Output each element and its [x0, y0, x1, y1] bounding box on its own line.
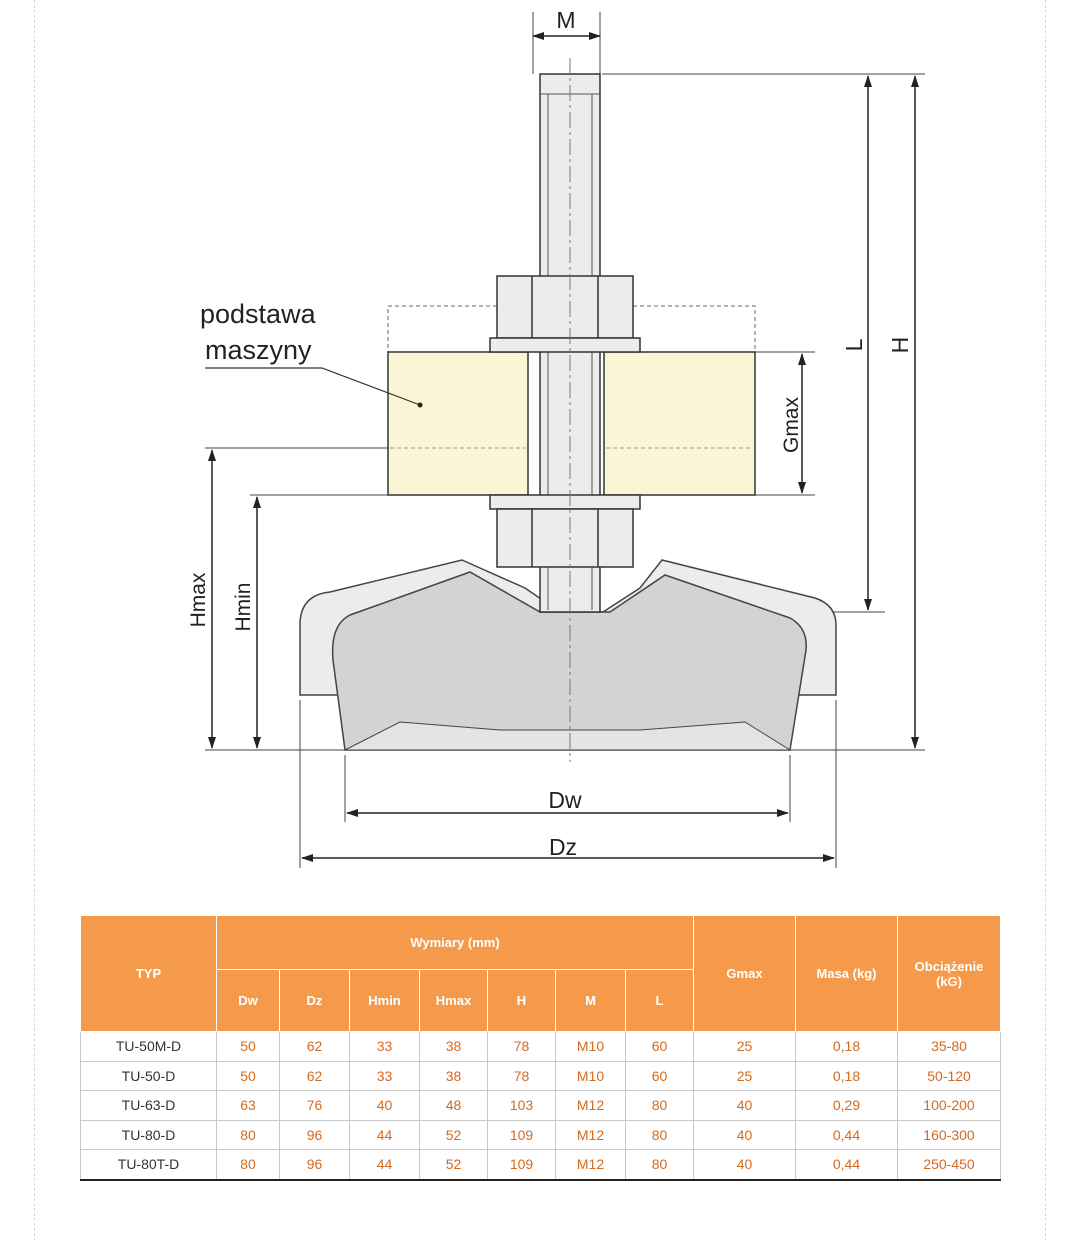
value-cell: 76 — [279, 1090, 350, 1121]
value-cell: 38 — [419, 1031, 488, 1062]
value-cell: 52 — [419, 1149, 488, 1181]
value-cell: M12 — [555, 1090, 626, 1121]
value-cell: 250-450 — [897, 1149, 1001, 1181]
header-masa: Masa (kg) — [795, 915, 898, 1032]
value-cell: 80 — [625, 1090, 694, 1121]
dimension-lines — [208, 32, 919, 862]
base-label-line2: maszyny — [205, 335, 312, 365]
value-cell: 0,44 — [795, 1149, 898, 1181]
value-cell: 62 — [279, 1061, 350, 1091]
nuts-and-washers — [489, 275, 641, 568]
base-leader-line — [205, 367, 421, 406]
table-header: TYP Wymiary (mm) Gmax Masa (kg) Obciążen… — [80, 915, 1001, 1032]
dim-label-hmax: Hmax — [187, 572, 210, 627]
header-wymiary: Wymiary (mm) — [216, 915, 694, 970]
value-cell: 0,44 — [795, 1120, 898, 1150]
value-cell: 50 — [216, 1061, 280, 1091]
dim-label-h: H — [887, 337, 913, 354]
value-cell: 78 — [487, 1031, 556, 1062]
header-obciazenie-line2: (kG) — [936, 973, 962, 989]
value-cell: 80 — [216, 1120, 280, 1150]
value-cell: 38 — [419, 1061, 488, 1091]
dim-label-l: L — [841, 338, 867, 351]
value-cell: 96 — [279, 1120, 350, 1150]
header-obciazenie-line1: Obciążenie — [914, 958, 984, 974]
value-cell: 96 — [279, 1149, 350, 1181]
value-cell: 80 — [216, 1149, 280, 1181]
value-cell: 44 — [349, 1120, 420, 1150]
value-cell: 0,29 — [795, 1090, 898, 1121]
header-gmax: Gmax — [693, 915, 796, 1032]
value-cell: 33 — [349, 1031, 420, 1062]
value-cell: 35-80 — [897, 1031, 1001, 1062]
header-typ: TYP — [80, 915, 217, 1032]
value-cell: 44 — [349, 1149, 420, 1181]
value-cell: M12 — [555, 1149, 626, 1181]
value-cell: 25 — [693, 1061, 796, 1091]
page-edge-left — [34, 0, 35, 1241]
header-hmax: Hmax — [419, 969, 488, 1032]
value-cell: 109 — [487, 1149, 556, 1181]
header-hmin: Hmin — [349, 969, 420, 1032]
dim-label-dz: Dz — [549, 834, 577, 860]
dim-label-dw: Dw — [548, 787, 582, 813]
bottom-plate — [344, 721, 792, 751]
type-cell: TU-63-D — [80, 1090, 217, 1121]
value-cell: 50 — [216, 1031, 280, 1062]
value-cell: M12 — [555, 1120, 626, 1150]
header-m: M — [555, 969, 626, 1032]
value-cell: 100-200 — [897, 1090, 1001, 1121]
type-cell: TU-80-D — [80, 1120, 217, 1150]
value-cell: 60 — [625, 1031, 694, 1062]
value-cell: 78 — [487, 1061, 556, 1091]
value-cell: 40 — [349, 1090, 420, 1121]
mount-technical-drawing: podstawa maszyny M L H Gmax Hmax Hmin Dw… — [187, 7, 925, 868]
value-cell: 80 — [625, 1149, 694, 1181]
dim-label-gmax: Gmax — [780, 397, 803, 454]
header-h: H — [487, 969, 556, 1032]
value-cell: 52 — [419, 1120, 488, 1150]
value-cell: 40 — [693, 1090, 796, 1121]
rubber-body — [331, 571, 807, 751]
machine-base — [387, 351, 756, 496]
value-cell: 0,18 — [795, 1061, 898, 1091]
value-cell: 160-300 — [897, 1120, 1001, 1150]
header-dz: Dz — [279, 969, 350, 1032]
page-edge-right — [1045, 0, 1046, 1241]
value-cell: 109 — [487, 1120, 556, 1150]
value-cell: M10 — [555, 1061, 626, 1091]
value-cell: 50-120 — [897, 1061, 1001, 1091]
value-cell: 60 — [625, 1061, 694, 1091]
header-l: L — [625, 969, 694, 1032]
header-dw: Dw — [216, 969, 280, 1032]
value-cell: 25 — [693, 1031, 796, 1062]
value-cell: 40 — [693, 1149, 796, 1181]
type-cell: TU-50M-D — [80, 1031, 217, 1062]
value-cell: 0,18 — [795, 1031, 898, 1062]
value-cell: 62 — [279, 1031, 350, 1062]
type-cell: TU-80T-D — [80, 1149, 217, 1181]
value-cell: M10 — [555, 1031, 626, 1062]
dim-label-hmin: Hmin — [232, 582, 255, 631]
value-cell: 40 — [693, 1120, 796, 1150]
type-cell: TU-50-D — [80, 1061, 217, 1091]
header-obciazenie: Obciążenie (kG) — [897, 915, 1001, 1032]
dim-label-m: M — [556, 7, 575, 33]
base-label-line1: podstawa — [200, 299, 317, 329]
value-cell: 48 — [419, 1090, 488, 1121]
specification-table: TYP Wymiary (mm) Gmax Masa (kg) Obciążen… — [80, 915, 1001, 1181]
value-cell: 63 — [216, 1090, 280, 1121]
value-cell: 33 — [349, 1061, 420, 1091]
value-cell: 103 — [487, 1090, 556, 1121]
value-cell: 80 — [625, 1120, 694, 1150]
